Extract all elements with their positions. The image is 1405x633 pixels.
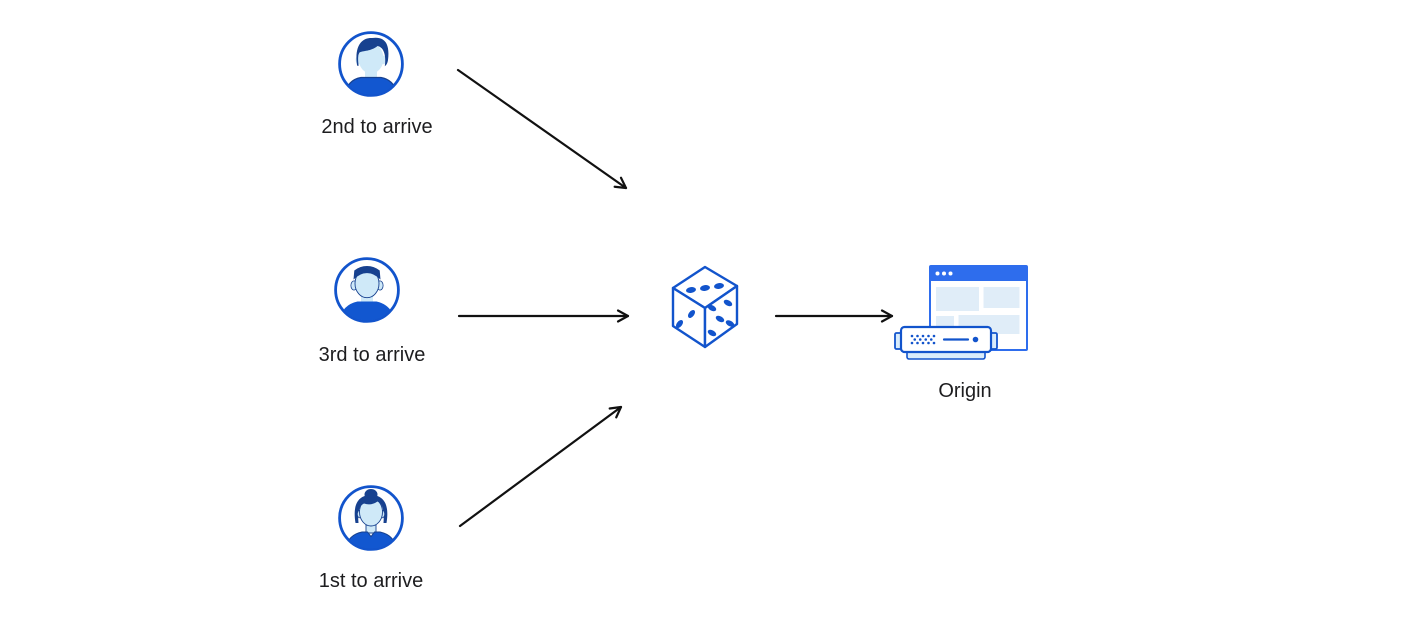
client-node-2nd <box>338 31 404 102</box>
client-node-3rd <box>334 257 400 328</box>
server-icon <box>894 325 998 360</box>
router-node <box>668 264 742 355</box>
origin-server-browser-icon <box>894 265 1028 360</box>
client-label-3rd: 3rd to arrive <box>318 344 426 366</box>
user-avatar-man-flat-top-icon <box>334 257 400 323</box>
server-vent-dots <box>910 334 936 345</box>
server-led-dot <box>972 336 979 343</box>
user-avatar-man-swept-hair-icon <box>338 31 404 97</box>
client-label-2nd: 2nd to arrive <box>321 116 433 138</box>
arrow-client2-to-dice-icon <box>456 68 628 190</box>
origin-node <box>890 262 1030 370</box>
arrow-client1-to-dice-icon <box>458 405 623 528</box>
origin-label: Origin <box>938 380 992 402</box>
client-node-1st <box>338 485 404 556</box>
client-label-1st: 1st to arrive <box>318 570 424 592</box>
dice-icon <box>671 265 739 349</box>
user-avatar-woman-hair-bun-icon <box>338 485 404 551</box>
